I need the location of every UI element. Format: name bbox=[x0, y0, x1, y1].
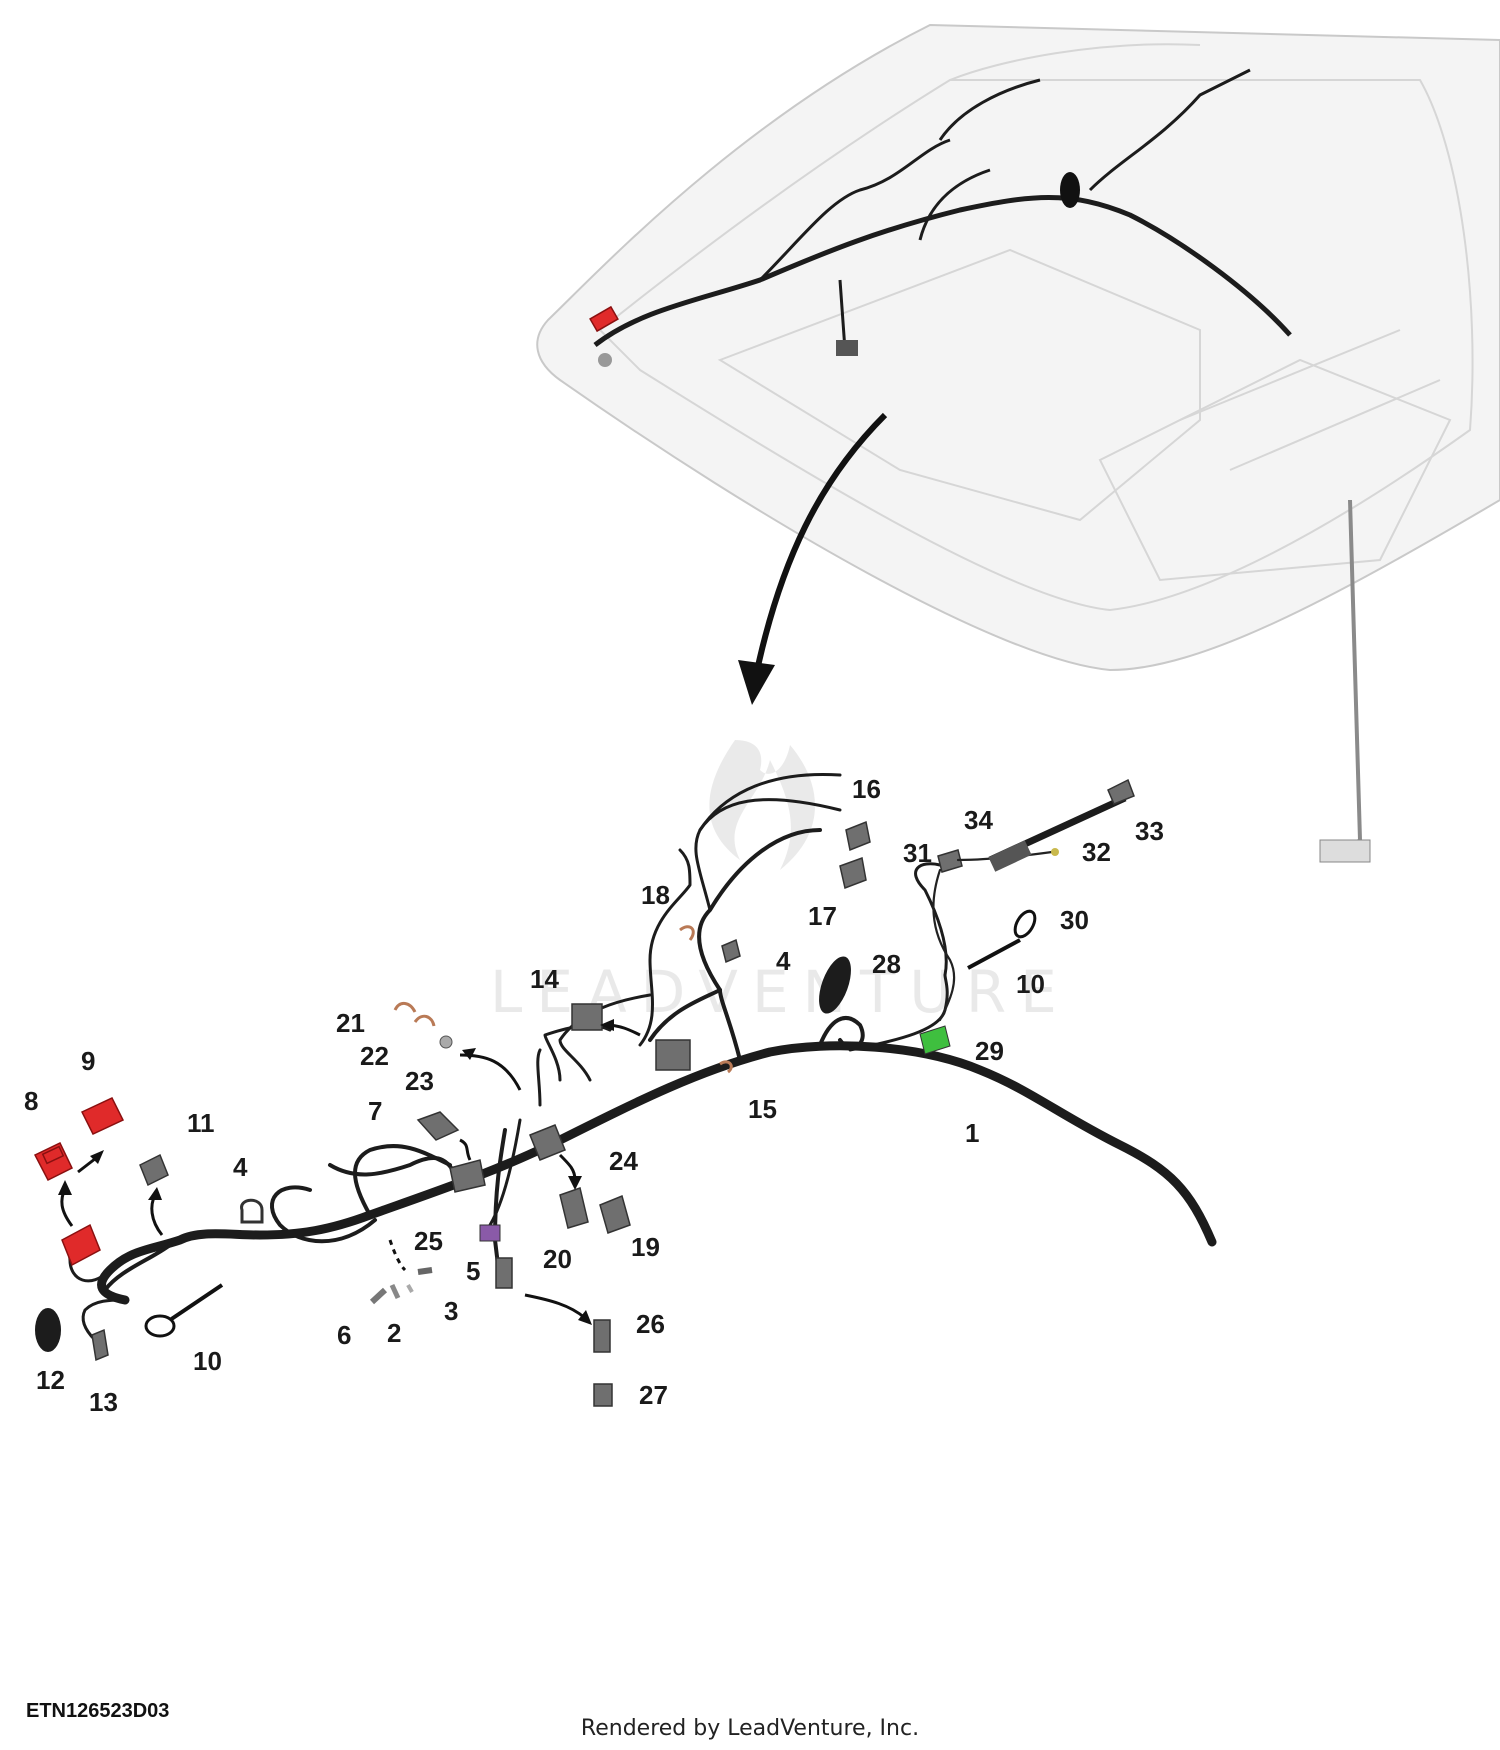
callout-9: 9 bbox=[81, 1046, 95, 1076]
connector-9 bbox=[80, 1097, 125, 1135]
callout-27: 27 bbox=[639, 1380, 668, 1410]
tie-strap-10-left bbox=[144, 1283, 224, 1338]
callout-17: 17 bbox=[808, 901, 837, 931]
callout-1: 1 bbox=[965, 1118, 979, 1148]
callout-31: 31 bbox=[903, 838, 932, 868]
callout-10-left: 10 bbox=[193, 1346, 222, 1376]
connector-8 bbox=[33, 1141, 73, 1182]
connector-24 bbox=[529, 1124, 566, 1161]
callout-28: 28 bbox=[872, 949, 901, 979]
connector-27 bbox=[593, 1383, 613, 1407]
callout-10-right: 10 bbox=[1016, 969, 1045, 999]
connector-red-harness-end bbox=[61, 1223, 101, 1267]
callout-11: 11 bbox=[187, 1108, 215, 1138]
connector-11 bbox=[139, 1153, 169, 1187]
terminal-6 bbox=[369, 1287, 388, 1305]
ring-terminal-15 bbox=[719, 1060, 733, 1074]
connector-33 bbox=[1107, 778, 1135, 805]
connector-31 bbox=[937, 849, 963, 873]
connector-29 bbox=[919, 1025, 951, 1055]
connector-14 bbox=[571, 1003, 603, 1031]
ring-terminal-21 bbox=[393, 1002, 417, 1013]
callout-4-left: 4 bbox=[233, 1152, 248, 1182]
callouts: 1 2 3 4 4 5 6 7 8 9 10 10 11 12 13 14 15… bbox=[24, 774, 1164, 1417]
connector-20 bbox=[559, 1187, 589, 1229]
callout-8: 8 bbox=[24, 1086, 38, 1116]
ring-terminal-18 bbox=[679, 925, 695, 941]
clip-4-right bbox=[721, 938, 741, 964]
cover-7-installed bbox=[449, 1159, 486, 1193]
callout-5: 5 bbox=[466, 1256, 480, 1286]
callout-3: 3 bbox=[444, 1296, 458, 1326]
callout-32: 32 bbox=[1082, 837, 1111, 867]
render-credit: Rendered by LeadVenture, Inc. bbox=[580, 1716, 920, 1741]
watermark: LEADVENTURE bbox=[490, 740, 1057, 1026]
callout-33: 33 bbox=[1135, 816, 1164, 846]
callout-2: 2 bbox=[387, 1318, 401, 1348]
connector-16 bbox=[845, 820, 871, 852]
cover-7 bbox=[416, 1111, 460, 1141]
callout-4-right: 4 bbox=[776, 946, 791, 976]
terminal-30 bbox=[1051, 848, 1059, 856]
arrowhead-down bbox=[738, 660, 775, 705]
callout-22: 22 bbox=[360, 1041, 389, 1071]
connector-13 bbox=[91, 1328, 109, 1362]
ring-terminal-22 bbox=[413, 1014, 436, 1027]
callout-26: 26 bbox=[636, 1309, 665, 1339]
grommet-12 bbox=[35, 1308, 61, 1352]
callout-7: 7 bbox=[368, 1096, 382, 1126]
callout-21: 21 bbox=[336, 1008, 365, 1038]
terminal-5 bbox=[417, 1267, 433, 1275]
callout-16: 16 bbox=[852, 774, 881, 804]
callout-20: 20 bbox=[543, 1244, 572, 1274]
callout-12: 12 bbox=[36, 1365, 65, 1395]
cab-roof-illustration bbox=[536, 23, 1500, 863]
callout-24: 24 bbox=[609, 1146, 638, 1176]
callout-15: 15 bbox=[748, 1094, 777, 1124]
callout-19: 19 bbox=[631, 1232, 660, 1262]
connector-34 bbox=[988, 840, 1032, 872]
terminal-23 bbox=[439, 1035, 453, 1049]
terminal-3 bbox=[406, 1284, 414, 1293]
tie-strap-10-right bbox=[967, 909, 1037, 970]
connector-14-installed bbox=[655, 1039, 691, 1071]
connector-17 bbox=[839, 856, 867, 890]
callout-18: 18 bbox=[641, 880, 670, 910]
grommet-28 bbox=[819, 956, 851, 1014]
callout-34: 34 bbox=[964, 805, 993, 835]
callout-arrow-roof-to-harness bbox=[752, 412, 888, 681]
connector-19 bbox=[599, 1194, 631, 1234]
connector-25 bbox=[479, 1224, 501, 1242]
connector-26 bbox=[593, 1319, 611, 1353]
callout-23: 23 bbox=[405, 1066, 434, 1096]
document-id: ETN126523D03 bbox=[26, 1700, 170, 1722]
movement-arrows bbox=[58, 1019, 641, 1325]
callout-14: 14 bbox=[530, 964, 559, 994]
callout-13: 13 bbox=[89, 1387, 118, 1417]
clip-4-left bbox=[240, 1198, 264, 1224]
connector-harness-drop bbox=[495, 1257, 513, 1289]
parts bbox=[33, 778, 1135, 1407]
terminal-2 bbox=[389, 1283, 401, 1300]
callout-25: 25 bbox=[414, 1226, 443, 1256]
callout-6: 6 bbox=[337, 1320, 351, 1350]
callout-30: 30 bbox=[1060, 905, 1089, 935]
callout-29: 29 bbox=[975, 1036, 1004, 1066]
